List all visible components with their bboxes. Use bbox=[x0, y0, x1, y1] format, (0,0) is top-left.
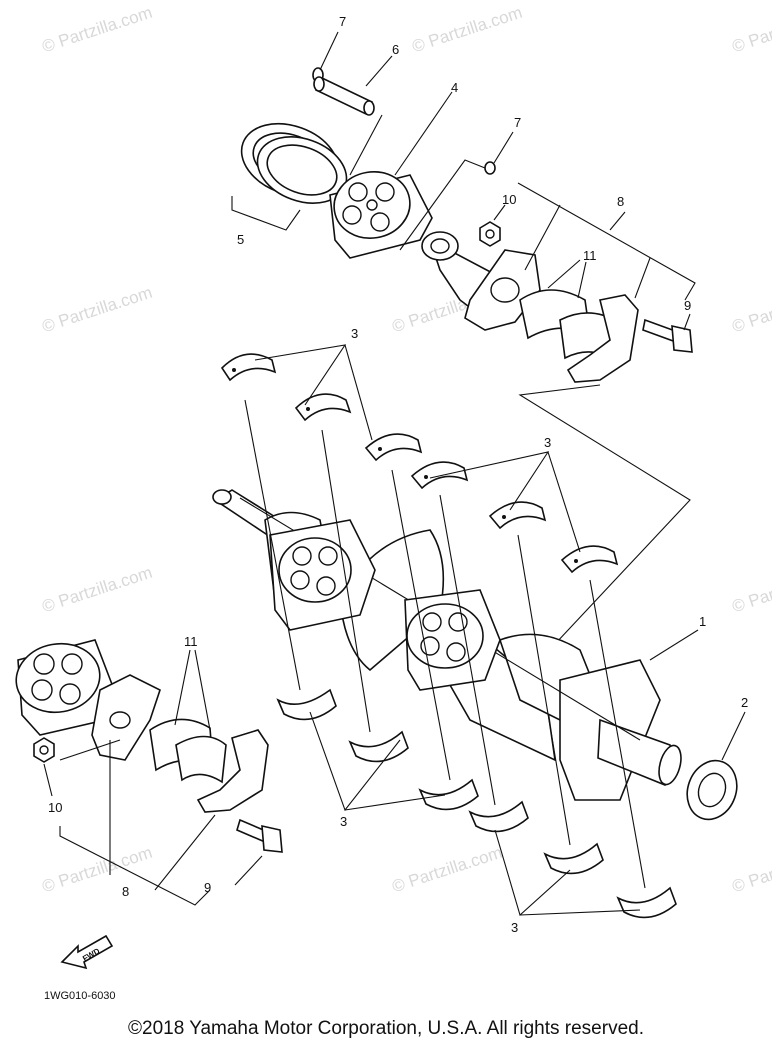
connecting-rod-part[interactable] bbox=[421, 231, 541, 331]
main-bearing-part[interactable] bbox=[468, 800, 529, 833]
callout-3[interactable]: 3 bbox=[340, 814, 347, 829]
callout-3[interactable]: 3 bbox=[511, 920, 518, 935]
callout-10[interactable]: 10 bbox=[48, 800, 62, 815]
callout-3[interactable]: 3 bbox=[544, 435, 551, 450]
nut-part[interactable] bbox=[33, 737, 55, 763]
piston-part[interactable] bbox=[329, 166, 433, 259]
callout-11[interactable]: 11 bbox=[583, 248, 597, 263]
main-bearing-part[interactable] bbox=[418, 778, 479, 811]
rod-bolt-part[interactable] bbox=[642, 318, 693, 353]
main-bearing-part[interactable] bbox=[294, 393, 352, 422]
callout-7[interactable]: 7 bbox=[339, 14, 346, 29]
callout-2[interactable]: 2 bbox=[741, 695, 748, 710]
piston-part[interactable] bbox=[11, 637, 119, 736]
piston-pin-part[interactable] bbox=[313, 76, 375, 116]
main-bearing-part[interactable] bbox=[220, 353, 277, 382]
nut-part[interactable] bbox=[479, 221, 501, 247]
rod-bolt-part[interactable] bbox=[236, 818, 283, 853]
diagram-code: 1WG010-6030 bbox=[44, 990, 116, 1002]
main-bearing-part[interactable] bbox=[410, 461, 469, 490]
circlip-part[interactable] bbox=[484, 161, 496, 175]
main-bearing-part[interactable] bbox=[543, 842, 604, 875]
forward-direction-arrow: FWD bbox=[60, 934, 114, 970]
connecting-rod-part[interactable] bbox=[91, 674, 161, 761]
piston-part[interactable] bbox=[404, 589, 501, 691]
oil-seal-part[interactable] bbox=[679, 754, 745, 827]
rod-bearing-part[interactable] bbox=[149, 718, 227, 784]
callout-9[interactable]: 9 bbox=[204, 880, 211, 895]
copyright-notice: ©2018 Yamaha Motor Corporation, U.S.A. A… bbox=[128, 1018, 644, 1039]
main-bearing-part[interactable] bbox=[560, 545, 619, 574]
callout-4[interactable]: 4 bbox=[451, 80, 458, 95]
callout-8[interactable]: 8 bbox=[617, 194, 624, 209]
callout-3[interactable]: 3 bbox=[351, 326, 358, 341]
callout-7[interactable]: 7 bbox=[514, 115, 521, 130]
main-bearing-part[interactable] bbox=[276, 688, 337, 721]
callout-6[interactable]: 6 bbox=[392, 42, 399, 57]
rod-cap-part[interactable] bbox=[196, 729, 269, 813]
callout-11[interactable]: 11 bbox=[184, 634, 198, 649]
callout-10[interactable]: 10 bbox=[502, 192, 516, 207]
callout-9[interactable]: 9 bbox=[684, 298, 691, 313]
callout-1[interactable]: 1 bbox=[699, 614, 706, 629]
main-bearing-part[interactable] bbox=[488, 501, 547, 530]
callout-8[interactable]: 8 bbox=[122, 884, 129, 899]
main-bearing-part[interactable] bbox=[616, 886, 677, 919]
main-bearing-part[interactable] bbox=[364, 433, 423, 462]
piston-part[interactable] bbox=[269, 519, 376, 631]
callout-5[interactable]: 5 bbox=[237, 232, 244, 247]
rod-cap-part[interactable] bbox=[566, 294, 639, 383]
main-bearing-part[interactable] bbox=[348, 730, 409, 763]
